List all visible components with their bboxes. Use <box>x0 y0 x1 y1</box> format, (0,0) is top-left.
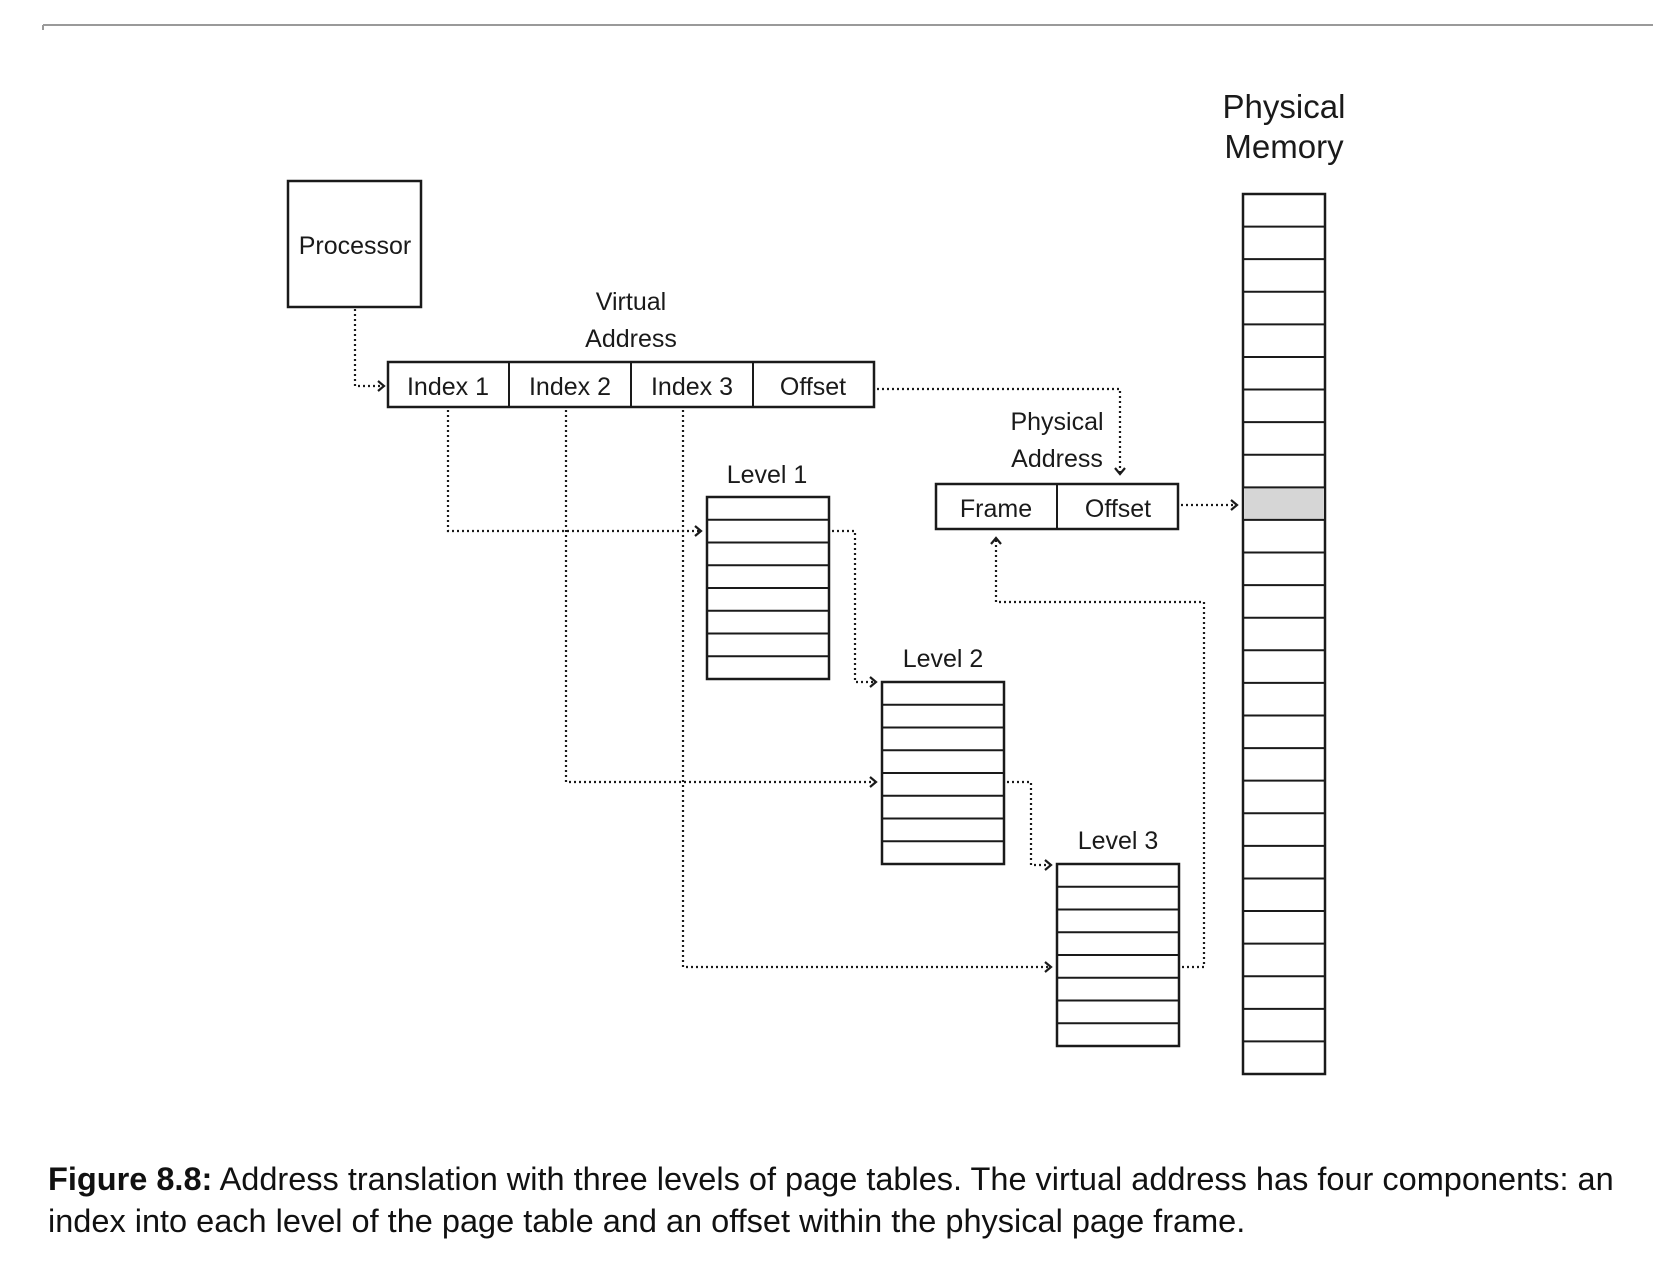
va-field-index1: Index 1 <box>407 373 489 401</box>
virtual-address-label-line2: Address <box>585 325 677 353</box>
index1-to-level1-arrow <box>446 410 701 533</box>
figure-caption-label: Figure 8.8: <box>48 1161 213 1197</box>
physical-address-label-line1: Physical <box>1010 408 1103 436</box>
offset-to-pa-offset-arrow <box>877 387 1122 474</box>
processor-to-va-arrow <box>353 309 384 388</box>
level1-to-level2-arrow <box>832 529 876 684</box>
processor-box <box>286 179 423 309</box>
index2-to-level2-arrow <box>564 410 876 784</box>
index3-to-level3-arrow <box>681 410 1051 969</box>
physical-memory <box>1241 192 1327 1076</box>
level2-page-table <box>880 680 1006 866</box>
physical-memory-selected-frame <box>1244 488 1324 520</box>
physical-address-register: Frame Offset <box>934 482 1180 531</box>
level1-label: Level 1 <box>727 461 808 489</box>
va-field-index3: Index 3 <box>651 373 733 401</box>
level1-page-table <box>705 495 831 681</box>
virtual-address-label-line1: Virtual <box>596 288 666 316</box>
physical-address-label-line2: Address <box>1011 445 1103 473</box>
level3-to-frame-arrow <box>994 538 1206 969</box>
level2-label: Level 2 <box>903 645 984 673</box>
va-field-index2: Index 2 <box>529 373 611 401</box>
physical-memory-label-line2: Memory <box>1224 128 1344 165</box>
level3-page-table <box>1055 862 1181 1048</box>
physical-memory-label-line1: Physical <box>1223 88 1346 125</box>
pa-field-offset: Offset <box>1085 495 1151 523</box>
level2-to-level3-arrow <box>1007 780 1051 867</box>
figure-caption-text: Address translation with three levels of… <box>48 1161 1614 1239</box>
va-field-offset: Offset <box>780 373 846 401</box>
virtual-address-register: Index 1 Index 2 Index 3 Offset <box>386 360 876 409</box>
processor-label: Processor <box>299 232 412 260</box>
connectors <box>353 309 1239 973</box>
level3-label: Level 3 <box>1078 827 1159 855</box>
pa-field-frame: Frame <box>960 495 1032 523</box>
figure-caption: Figure 8.8: Address translation with thr… <box>48 1158 1638 1242</box>
